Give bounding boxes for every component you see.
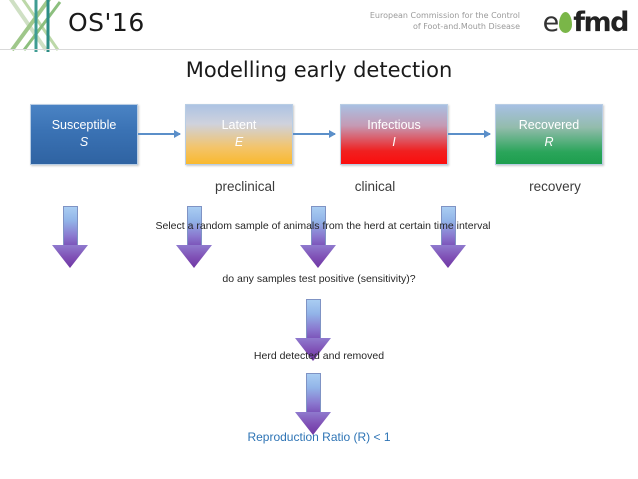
arrow-head (176, 245, 212, 268)
arrow-head (52, 245, 88, 268)
flow-step-detected: Herd detected and removed (253, 350, 385, 362)
flow-step-sensitivity: do any samples test positive (sensitivit… (222, 273, 416, 285)
european-commission-text: European Commission for the Control of F… (330, 10, 520, 32)
arrow-shaft (441, 206, 456, 246)
down-arrow-icon-6 (295, 373, 331, 435)
compartment-symbol-latent: E (234, 135, 244, 149)
arrow-head (430, 245, 466, 268)
eufmd-logo: e fmd (542, 6, 630, 38)
compartment-symbol-infectious: I (392, 135, 396, 149)
compartment-box-recovered: Recovered R (495, 104, 603, 165)
compartment-label-infectious: Infectious (367, 118, 421, 132)
arrow-shaft (306, 373, 321, 413)
transition-arrow-e-to-i (293, 130, 336, 138)
compartment-label-recovered: Recovered (518, 118, 580, 132)
arrow-shaft (306, 299, 321, 339)
arrow-shaft (311, 206, 326, 246)
eufmd-logo-fmd: fmd (573, 6, 629, 38)
down-arrow-icon-4 (430, 206, 466, 268)
compartment-symbol-susceptible: S (79, 135, 89, 149)
arrow-shaft (63, 206, 78, 246)
compartment-box-latent: Latent E (185, 104, 293, 165)
phase-label-recovery: recovery (529, 179, 581, 194)
compartment-label-susceptible: Susceptible (51, 118, 117, 132)
flow-step-sampling: Select a random sample of animals from t… (0, 220, 638, 232)
os-logo-icon (8, 0, 62, 52)
leaf-icon (559, 11, 573, 33)
down-arrow-icon-2 (176, 206, 212, 268)
ec-line-2: of Foot-and.Mouth Disease (412, 22, 520, 31)
page-title: Modelling early detection (185, 58, 453, 82)
flow-step-reproduction-ratio: Reproduction Ratio (R) < 1 (247, 430, 391, 444)
transition-arrow-s-to-e (138, 130, 181, 138)
slide-header: OS'16 European Commission for the Contro… (0, 0, 638, 52)
arrow-shaft (187, 206, 202, 246)
ec-line-1: European Commission for the Control (369, 11, 520, 20)
phase-label-preclinical: preclinical (214, 179, 276, 194)
compartment-label-latent: Latent (221, 118, 257, 132)
down-arrow-icon-5 (295, 299, 331, 361)
down-arrow-icon-3 (300, 206, 336, 268)
flow-step-sampling-text: Select a random sample of animals from t… (155, 220, 491, 232)
transition-arrow-i-to-r (448, 130, 491, 138)
down-arrow-icon-1 (52, 206, 88, 268)
compartment-symbol-recovered: R (544, 135, 554, 149)
header-divider (0, 49, 638, 50)
compartment-box-infectious: Infectious I (340, 104, 448, 165)
compartment-box-susceptible: Susceptible S (30, 104, 138, 165)
eufmd-logo-e: e (542, 6, 560, 38)
phase-label-clinical: clinical (354, 179, 396, 194)
os-logo-text: OS'16 (68, 8, 145, 37)
arrow-head (300, 245, 336, 268)
